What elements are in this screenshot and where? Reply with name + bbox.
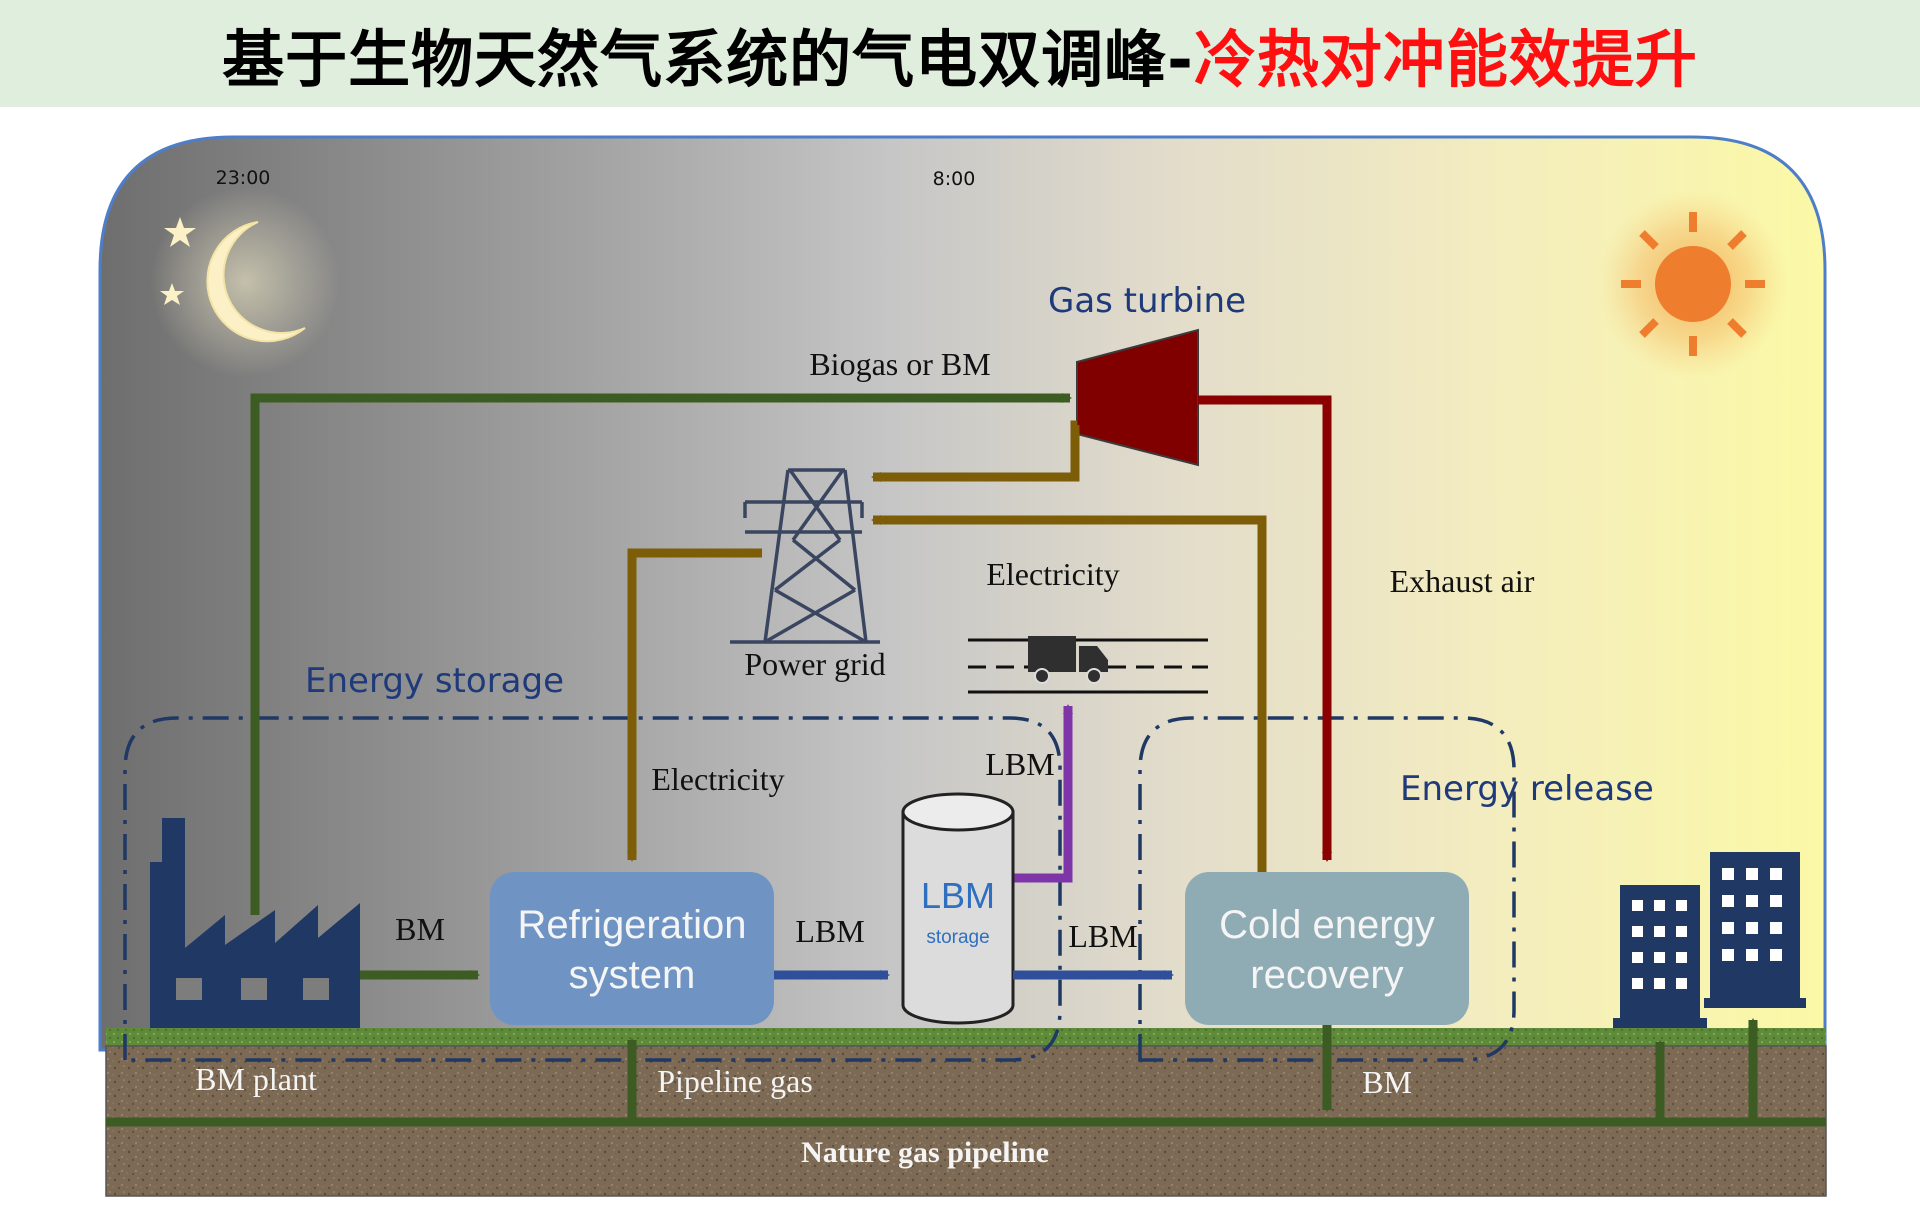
biogas-label: Biogas or BM (809, 346, 990, 382)
refrigeration-label-2: system (569, 953, 696, 997)
grid-to-refrig-line (627, 548, 762, 862)
lbm-to-truck-line (1008, 704, 1073, 883)
biogas-flow-line (250, 393, 1072, 915)
recovery-electricity-line (871, 515, 1267, 875)
turbine-electricity-line (871, 420, 1080, 482)
lbm-storage-tank (901, 792, 1015, 1025)
storage-lbm-label: LBM (1068, 918, 1137, 954)
truck-icon (1028, 636, 1108, 684)
sky-panel (98, 135, 1827, 1052)
buildings-icon (1613, 852, 1806, 1028)
moon-stars-icon (150, 187, 340, 377)
energy-storage-region (123, 716, 1062, 1062)
power-grid-label: Power grid (744, 646, 885, 682)
gas-turbine-label: Gas turbine (1048, 281, 1246, 321)
refrigeration-system-box (490, 872, 774, 1025)
cold-recovery-label-1: Cold energy (1219, 903, 1435, 947)
page-title: 基于生物天然气系统的气电双调峰-冷热对冲能效提升 (222, 9, 1698, 99)
gas-turbine-icon (1076, 328, 1199, 467)
bm-plant-label: BM plant (195, 1061, 317, 1097)
power-tower-icon (730, 468, 880, 644)
exhaust-air-line (1198, 395, 1332, 862)
sun-icon (1598, 189, 1788, 379)
pipeline-gas-label: Pipeline gas (657, 1063, 813, 1099)
bm-flow-label: BM (395, 911, 445, 947)
exhaust-air-label: Exhaust air (1390, 563, 1535, 599)
energy-release-label: Energy release (1400, 769, 1654, 809)
time-label-night: 23:00 (216, 167, 271, 189)
cold-recovery-label-2: recovery (1250, 953, 1403, 997)
pipeline-label: Nature gas pipeline (801, 1136, 1049, 1169)
lbm-tank-sub: storage (926, 927, 989, 948)
time-label-morning: 8:00 (933, 168, 976, 190)
bm-down-label: BM (1362, 1064, 1412, 1100)
lbm-truck-label: LBM (985, 746, 1054, 782)
title-prefix: 基于生物天然气系统的气电双调峰- (222, 22, 1194, 96)
energy-storage-label: Energy storage (305, 661, 564, 701)
title-highlight: 冷热对冲能效提升 (1193, 22, 1698, 96)
grass-strip (106, 1028, 1826, 1046)
electricity-left-label: Electricity (651, 761, 784, 797)
energy-release-region (1138, 716, 1516, 1062)
title-bar: 基于生物天然气系统的气电双调峰-冷热对冲能效提升 (0, 0, 1920, 107)
electricity-top-label: Electricity (986, 556, 1119, 592)
refrig-lbm-label: LBM (795, 913, 864, 949)
lbm-tank-title: LBM (921, 875, 995, 916)
cold-energy-recovery-box (1185, 872, 1469, 1025)
factory-icon (150, 818, 360, 1028)
refrigeration-label-1: Refrigeration (517, 903, 746, 947)
